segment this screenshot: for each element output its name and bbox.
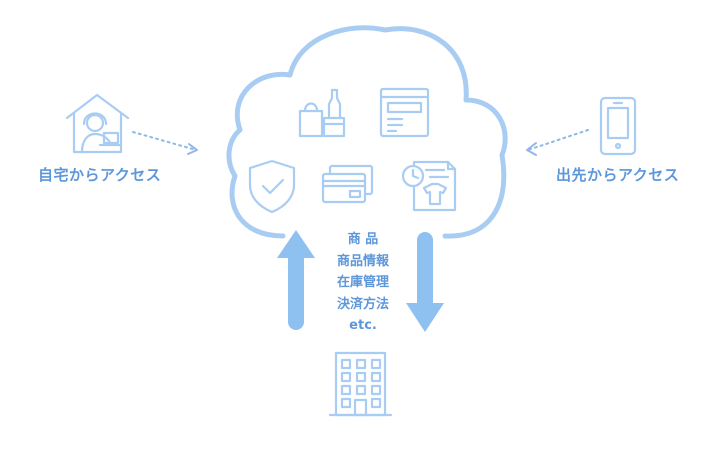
credit-card-icon (321, 164, 374, 204)
office-building-icon (328, 351, 393, 417)
center-item: 在庫管理 (336, 275, 389, 290)
right-access-label: 出先からアクセス (556, 166, 680, 184)
cloud-contents-list: 商 品 商品情報 在庫管理 決済方法 etc. (322, 229, 404, 337)
cloud-outline (226, 25, 508, 239)
left-access-label: 自宅からアクセス (38, 166, 162, 184)
center-item: 商 品 (347, 232, 379, 247)
left-dotted-connector (132, 131, 197, 151)
house-worker-icon (65, 93, 130, 154)
up-arrow-icon (277, 230, 315, 330)
center-item: etc. (349, 318, 377, 333)
browser-window-icon (379, 87, 430, 138)
center-item: 商品情報 (336, 253, 389, 269)
smartphone-icon (599, 96, 637, 156)
shield-check-icon (248, 159, 296, 214)
right-dotted-connector (527, 129, 589, 151)
center-item: 決済方法 (336, 296, 389, 312)
shopping-bag-bottle-icon (298, 88, 346, 138)
down-arrow-icon (406, 232, 444, 332)
clock-document-icon (401, 160, 457, 212)
